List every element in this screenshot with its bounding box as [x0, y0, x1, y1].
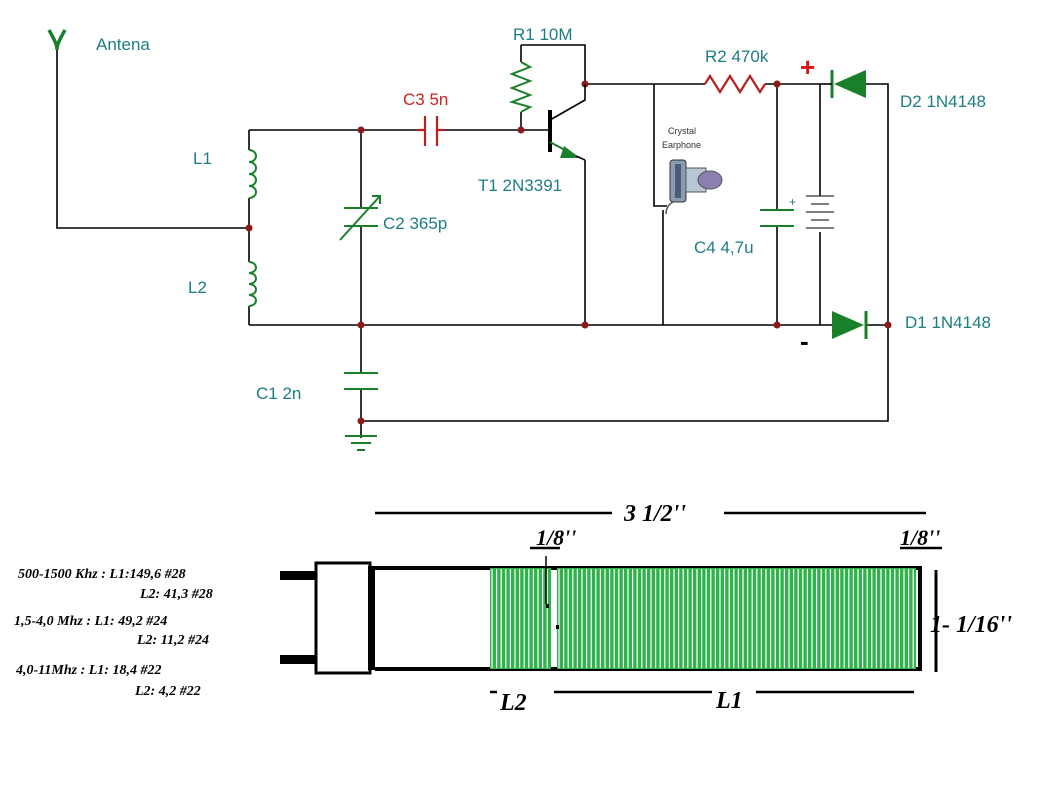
antenna-icon — [47, 29, 67, 50]
diode-d1-symbol — [832, 311, 868, 339]
capacitor-c1-symbol — [344, 372, 378, 390]
d2-label: D2 1N4148 — [900, 92, 986, 111]
coil-l1-label: L1 — [715, 688, 743, 714]
ground-icon — [345, 435, 377, 451]
resistor-r1-symbol — [508, 61, 533, 113]
table-row-2-l1: 1,5-4,0 Mhz : L1: 49,2 #24 — [14, 614, 167, 629]
table-row-2-l2: L2: 11,2 #24 — [136, 633, 209, 648]
inductor-l1-symbol — [248, 149, 257, 199]
c4-label: C4 4,7u — [694, 238, 754, 257]
l2-label: L2 — [188, 278, 207, 297]
battery-icon — [806, 195, 834, 229]
antenna-label: Antena — [96, 35, 150, 54]
c1-label: C1 2n — [256, 384, 301, 403]
capacitor-c4-symbol — [760, 209, 794, 227]
coil-l2-label: L2 — [499, 690, 527, 716]
variable-capacitor-c2-symbol — [339, 195, 381, 241]
r2-label: R2 470k — [705, 47, 769, 66]
d1-label: D1 1N4148 — [905, 313, 991, 332]
negative-sign: - — [800, 326, 809, 356]
diode-d2-symbol — [822, 70, 866, 98]
transistor-t1-symbol — [548, 84, 586, 161]
table-row-3-l1: 4,0-11Mhz : L1: 18,4 #22 — [15, 663, 161, 678]
c4-plus-sign: + — [789, 195, 796, 209]
coil-gap-right-label: 1/8'' — [900, 525, 940, 550]
capacitor-c3-symbol — [417, 116, 445, 146]
crystal-earphone-icon — [665, 159, 723, 215]
coil-form-drawing — [280, 511, 942, 694]
winding-table: 500-1500 Khz : L1:149,6 #28 L2: 41,3 #28… — [14, 567, 213, 699]
earphone-label-line1: Crystal — [668, 126, 696, 136]
l1-label: L1 — [193, 149, 212, 168]
table-row-1-l2: L2: 41,3 #28 — [139, 587, 213, 602]
positive-sign: + — [800, 52, 815, 82]
c2-label: C2 365p — [383, 214, 447, 233]
coil-winding-l2 — [490, 568, 551, 669]
inductor-l2-symbol — [248, 261, 257, 307]
coil-diameter-label: 1- 1/16'' — [930, 612, 1012, 638]
table-row-3-l2: L2: 4,2 #22 — [134, 684, 201, 699]
schematic-wires — [56, 44, 889, 438]
coil-total-length-label: 3 1/2'' — [623, 501, 686, 527]
resistor-r2-symbol — [704, 73, 766, 95]
coil-gap-left-label: 1/8'' — [536, 525, 576, 550]
earphone-label-line2: Earphone — [662, 140, 701, 150]
t1-label: T1 2N3391 — [478, 176, 562, 195]
c3-label: C3 5n — [403, 90, 448, 109]
coil-winding-l1 — [557, 568, 916, 669]
r1-label: R1 10M — [513, 25, 573, 44]
table-row-1-l1: 500-1500 Khz : L1:149,6 #28 — [18, 567, 186, 582]
junction-dots — [245, 80, 892, 425]
